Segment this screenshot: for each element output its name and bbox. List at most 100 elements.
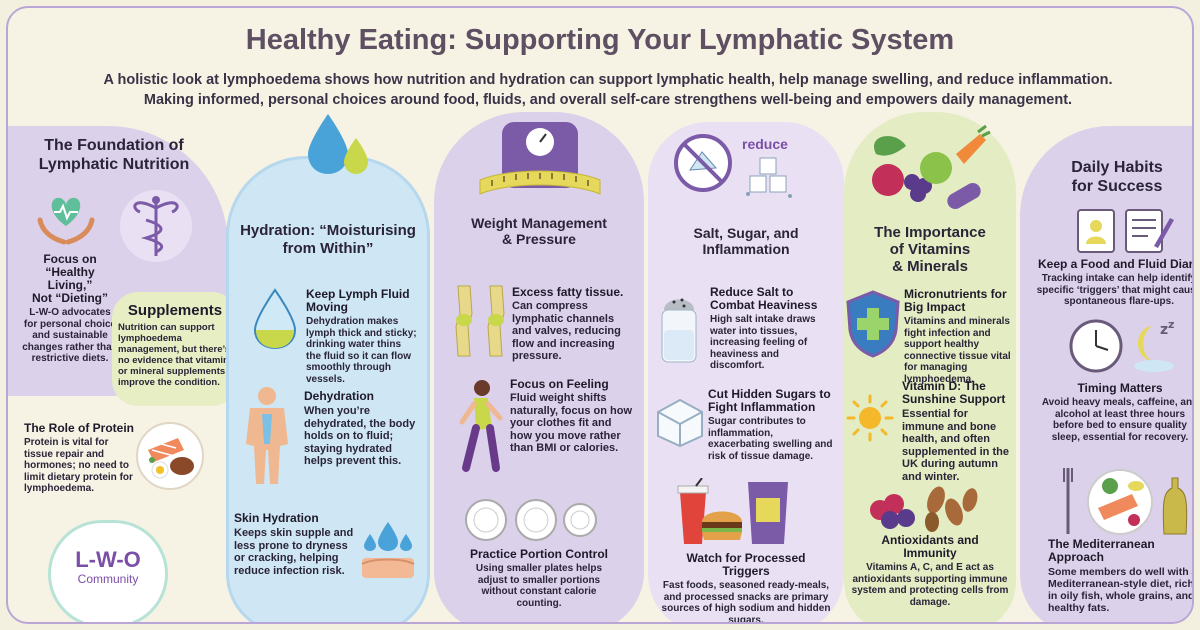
hydration-heading: Hydration: “Moisturising from Within” <box>240 222 416 257</box>
vitamin-d-block: Vitamin D: The Sunshine Support Essentia… <box>902 380 1012 483</box>
reduce-salt-text: High salt intake draws water into tissue… <box>710 314 816 371</box>
no-sugar-icon <box>674 134 732 192</box>
hidden-sugar-block: Cut Hidden Sugars to Fight Inflammation … <box>708 388 834 462</box>
fat-text: Can compress lymphatic channels and valv… <box>512 300 621 362</box>
focus-title-1: Focus on <box>43 252 97 266</box>
sun-icon <box>846 394 894 442</box>
dehydration-text: When you’re dehydrated, the body holds o… <box>304 405 416 467</box>
processed-text: Fast foods, seasoned ready-meals, and pr… <box>661 580 831 624</box>
reduce-label: reduce <box>742 136 788 152</box>
lymph-block: Keep Lymph Fluid Moving Dehydration make… <box>306 288 418 385</box>
lymph-text: Dehydration makes lymph thick and sticky… <box>306 316 417 385</box>
berries-nuts-icon <box>870 486 978 532</box>
fast-food-icon <box>677 478 788 544</box>
feeling-block: Focus on Feeling Fluid weight shifts nat… <box>510 378 636 455</box>
mediterranean-title: The Mediterranean Approach <box>1048 537 1155 564</box>
page-subtitle: A holistic look at lymphoedema shows how… <box>68 70 1148 110</box>
shield-cross-icon <box>846 290 900 358</box>
water-drops-icon <box>308 114 368 174</box>
supplements-block: Supplements Nutrition can support lympho… <box>118 302 232 388</box>
protein-block: The Role of Protein Protein is vital for… <box>24 422 136 495</box>
body-icon <box>246 387 288 484</box>
fat-block: Excess fatty tissue. Can compress lympha… <box>512 286 634 363</box>
portion-text: Using smaller plates helps adjust to sma… <box>475 563 603 609</box>
feeling-text: Fluid weight shifts naturally, focus on … <box>510 392 633 454</box>
portion-title: Practice Portion Control <box>469 547 609 561</box>
heart-hands-icon <box>37 197 95 245</box>
protein-title: The Role of Protein <box>24 421 135 435</box>
salmon-plate-icon <box>136 422 204 490</box>
svg-text:z: z <box>1160 322 1168 338</box>
dehydration-title: Dehydration <box>304 389 375 403</box>
vitamin-d-text: Essential for immune and bone health, an… <box>902 408 1009 483</box>
sugar-cubes-icon <box>746 157 792 198</box>
subtitle-line-2: Making informed, personal choices around… <box>143 92 1073 108</box>
hidden-sugar-title: Cut Hidden Sugars to Fight Inflammation <box>708 387 831 414</box>
skin-block: Skin Hydration Keeps skin supple and les… <box>234 512 358 577</box>
walking-person-icon <box>459 380 503 472</box>
subtitle-line-1: A holistic look at lymphoedema shows how… <box>103 72 1113 88</box>
salt-heading: Salt, Sugar, and Inflammation <box>693 225 799 257</box>
habits-panel <box>1020 126 1192 622</box>
supplements-text: Nutrition can support lymphoedema manage… <box>118 322 231 388</box>
focus-block: Focus on “Healthy Living,” Not “Dieting”… <box>22 253 118 365</box>
sugar-cube-icon <box>657 398 703 448</box>
diary-block: Keep a Food and Fluid Diary Tracking int… <box>1036 257 1194 308</box>
processed-block: Watch for Processed Triggers Fast foods,… <box>660 551 832 624</box>
mediterranean-block: The Mediterranean Approach Some members … <box>1048 537 1194 615</box>
diary-icon <box>1077 209 1174 253</box>
skin-text: Keeps skin supple and less prone to dryn… <box>234 527 354 577</box>
vegetables-icon <box>872 124 991 209</box>
antioxidants-text: Vitamins A, C, and E act as antioxidants… <box>851 562 1009 608</box>
antioxidants-block: Antioxidants and Immunity Vitamins A, C,… <box>850 534 1010 608</box>
vitamins-heading: The Importance of Vitamins & Minerals <box>874 224 986 275</box>
reduce-salt-title: Reduce Salt to Combat Heaviness <box>710 285 818 312</box>
svg-text:z: z <box>1168 318 1174 331</box>
habits-heading: Daily Habits for Success <box>1071 159 1163 195</box>
vitamins-panel <box>844 112 1016 622</box>
timing-text: Avoid heavy meals, caffeine, and alcohol… <box>1041 397 1194 443</box>
vitamin-d-title: Vitamin D: The Sunshine Support <box>902 379 1006 406</box>
reduce-salt-block: Reduce Salt to Combat Heaviness High sal… <box>710 286 834 372</box>
portion-block: Practice Portion Control Using smaller p… <box>450 548 628 609</box>
micronutrients-title: Micronutrients for Big Impact <box>904 287 1007 314</box>
focus-text: L-W-O advocates for personal choice and … <box>22 307 118 364</box>
focus-title-3: Not “Dieting” <box>32 291 108 305</box>
timing-block: Timing Matters Avoid heavy meals, caffei… <box>1040 381 1194 443</box>
salt-shaker-icon <box>661 298 697 363</box>
hidden-sugar-text: Sugar contributes to inflammation, exace… <box>708 416 833 462</box>
logo-badge <box>48 520 168 622</box>
supplements-title: Supplements <box>127 302 223 319</box>
focus-title-2: “Healthy Living,” <box>45 265 95 292</box>
skin-title: Skin Hydration <box>234 511 319 525</box>
caduceus-icon <box>120 190 192 262</box>
skin-drops-icon <box>361 522 415 578</box>
salt-panel <box>648 122 844 622</box>
mediterranean-food-icon <box>1063 468 1188 535</box>
page-title: Healthy Eating: Supporting Your Lymphati… <box>245 24 955 56</box>
supplements-card <box>112 292 238 406</box>
fat-title: Excess fatty tissue. <box>512 285 624 299</box>
logo-line-1: L-W-O <box>75 547 141 572</box>
logo-text: L-W-O Community <box>52 547 164 587</box>
diary-text: Tracking intake can help identify specif… <box>1036 273 1194 307</box>
foundation-heading: The Foundation of Lymphatic Nutrition <box>38 137 190 173</box>
lymph-title: Keep Lymph Fluid Moving <box>306 287 410 314</box>
plates-icon <box>465 499 597 541</box>
micronutrients-text: Vitamins and minerals fight infection an… <box>904 316 1011 385</box>
protein-text: Protein is vital for tissue repair and h… <box>24 437 133 494</box>
knees-icon <box>455 285 505 357</box>
logo-line-2: Community <box>77 572 139 586</box>
mediterranean-text: Some members do well with a Mediterranea… <box>1048 566 1194 614</box>
dehydration-block: Dehydration When you’re dehydrated, the … <box>304 390 420 468</box>
water-drop-icon <box>253 288 297 350</box>
micronutrients-block: Micronutrients for Big Impact Vitamins a… <box>904 288 1012 385</box>
infographic-frame: Healthy Eating: Supporting Your Lymphati… <box>6 6 1194 624</box>
diary-title: Keep a Food and Fluid Diary <box>1037 257 1194 271</box>
clock-moon-icon: z z <box>1069 318 1174 373</box>
antioxidants-title: Antioxidants and Immunity <box>881 533 979 560</box>
scale-icon <box>479 122 601 195</box>
timing-title: Timing Matters <box>1077 381 1163 395</box>
processed-title: Watch for Processed Triggers <box>686 551 806 578</box>
weight-heading: Weight Management & Pressure <box>471 215 607 247</box>
